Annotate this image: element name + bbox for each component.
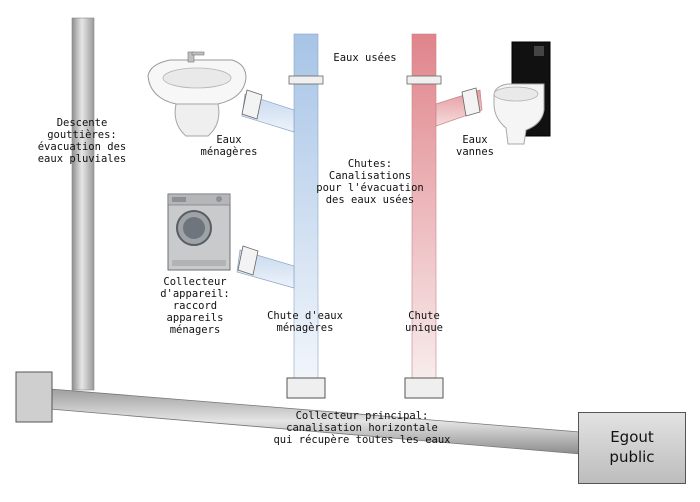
label-collecteur-principal: Collecteur principal: canalisation horiz… [273, 410, 451, 446]
toilet-branch-fitting [461, 87, 481, 117]
washbasin-icon [147, 51, 247, 137]
washing-machine-icon [167, 193, 231, 271]
label-chutes: Chutes: Canalisations pour l'évacuation … [316, 158, 424, 206]
toilet-icon [493, 41, 551, 145]
collector-end-box [15, 371, 53, 423]
label-eaux-menageres: Eaux ménagères [200, 134, 258, 158]
single-stack-collar [406, 75, 442, 85]
rainwater-downpipe [71, 17, 95, 391]
grey-water-stack-collar [288, 75, 324, 85]
label-chute-unique: Chute unique [405, 310, 443, 334]
single-stack-foot [404, 377, 444, 399]
label-chute-menageres: Chute d'eaux ménagères [267, 310, 343, 334]
label-eaux-vannes: Eaux vannes [456, 134, 494, 158]
sink-branch-fitting [241, 89, 263, 120]
grey-water-stack-foot [286, 377, 326, 399]
label-eaux-usees: Eaux usées [333, 52, 397, 64]
appliance-branch-fitting [237, 245, 259, 276]
label-collecteur-appareil: Collecteur d'appareil: raccord appareils… [160, 276, 230, 336]
public-sewer-box: Egout public [578, 412, 686, 484]
label-descente-gouttieres: Descente gouttières: évacuation des eaux… [37, 117, 127, 165]
single-stack [411, 33, 437, 381]
